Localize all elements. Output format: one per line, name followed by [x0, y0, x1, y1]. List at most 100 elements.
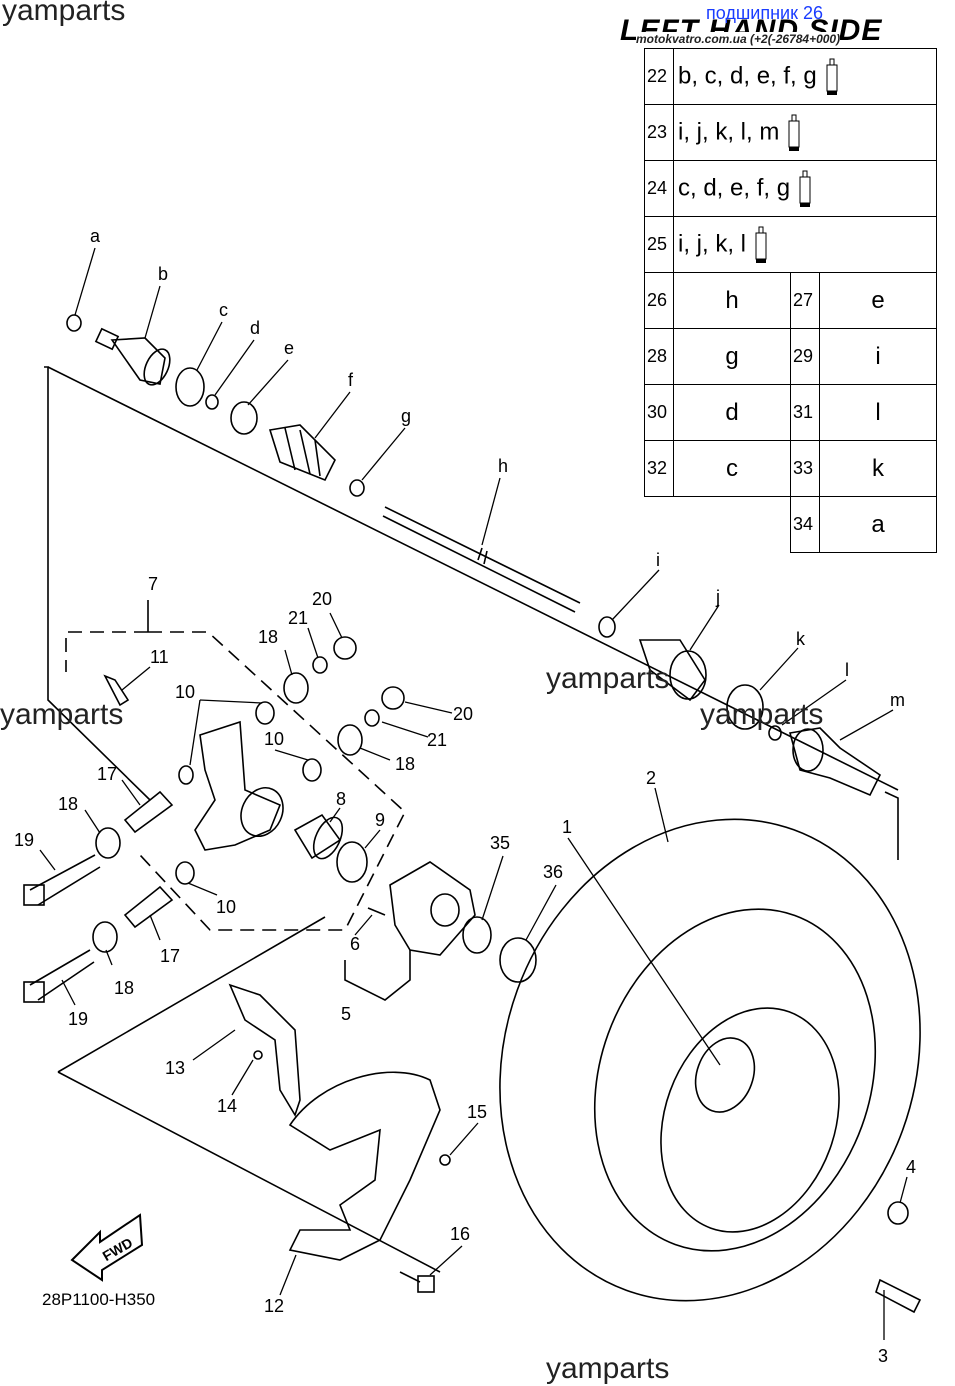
label-21a: 21 — [288, 608, 308, 628]
grease-tube-icon — [826, 58, 838, 95]
hub-bracket-5 — [344, 950, 411, 1001]
seal-18d — [337, 724, 363, 756]
band-i — [598, 616, 616, 638]
diagram-subtitle: motokvatro.com.ua (+2(-26784+000) — [636, 32, 841, 46]
label-6: 6 — [350, 934, 360, 954]
legend-num: 23 — [644, 104, 674, 161]
legend-num: 32 — [644, 440, 674, 497]
washer-21a — [312, 656, 328, 674]
legend-row: 23 i, j, k, l, m — [644, 104, 937, 161]
screw-14 — [253, 1050, 263, 1060]
label-m: m — [890, 690, 905, 710]
label-l: l — [845, 660, 849, 680]
legend-num: 31 — [790, 384, 820, 441]
legend-num: 28 — [644, 328, 674, 385]
label-20b: 20 — [453, 704, 473, 724]
label-17b: 17 — [160, 946, 180, 966]
legend-num: 24 — [644, 160, 674, 217]
watermark: yamparts — [546, 1352, 670, 1385]
label-19a: 19 — [14, 830, 34, 850]
label-11: 11 — [150, 647, 169, 667]
label-16: 16 — [450, 1224, 470, 1244]
legend-value: i, j, k, l, m — [678, 117, 780, 145]
clip-d — [205, 394, 219, 410]
label-2: 2 — [646, 768, 656, 788]
label-17a: 17 — [97, 764, 117, 784]
grease-tube-icon — [755, 226, 767, 263]
bearing-link[interactable]: подшипник 26 — [706, 3, 823, 23]
assembly-frame-lines — [44, 366, 899, 1273]
legend-pair-row: 32 c 33 k — [644, 440, 937, 497]
knuckle-group-box — [65, 631, 406, 931]
label-14: 14 — [217, 1096, 237, 1116]
seal-18c — [283, 672, 309, 704]
bolt-19a — [23, 854, 101, 906]
band-e — [230, 401, 258, 435]
seal-18b — [92, 921, 118, 953]
label-21b: 21 — [427, 730, 447, 750]
label-15: 15 — [467, 1102, 487, 1122]
legend-value: b, c, d, e, f, g — [678, 61, 817, 89]
legend-row: 24 c, d, e, f, g — [644, 160, 937, 217]
label-18d: 18 — [395, 754, 415, 774]
legend-pair-row: 26 h 27 e — [644, 272, 937, 329]
label-a: a — [90, 226, 101, 246]
legend-pair-row: 30 d 31 l — [644, 384, 937, 441]
legend-value: l — [819, 384, 937, 441]
label-35: 35 — [490, 833, 510, 853]
legend-value: i — [819, 328, 937, 385]
lubrication-legend-table: 22 b, c, d, e, f, g 23 i, j, k, l, m 24 … — [644, 48, 937, 553]
grease-tube-icon — [788, 114, 800, 151]
bolt-16 — [399, 1271, 435, 1293]
watermark: yamparts — [2, 0, 126, 27]
bushing-10b — [255, 701, 275, 725]
legend-row: 22 b, c, d, e, f, g — [644, 48, 937, 105]
stud-bolt-6 — [367, 907, 386, 916]
legend-pair-row: 28 g 29 i — [644, 328, 937, 385]
label-10a: 10 — [175, 682, 195, 702]
circlip-9 — [336, 841, 368, 883]
label-h: h — [498, 456, 508, 476]
wheel-1 — [660, 1007, 840, 1233]
legend-value: h — [673, 272, 791, 329]
label-18b: 18 — [114, 978, 134, 998]
watermark: yamparts — [0, 698, 124, 731]
legend-pair-row: 34 a — [645, 496, 937, 553]
label-4: 4 — [906, 1157, 916, 1177]
grease-tube-icon — [799, 170, 811, 207]
boot-f — [268, 424, 336, 482]
legend-value: c — [673, 440, 791, 497]
axle-nut-35 — [462, 916, 492, 954]
label-k: k — [796, 629, 806, 649]
label-7: 7 — [148, 574, 158, 594]
legend-num: 25 — [644, 216, 674, 273]
guard-13 — [228, 983, 301, 1117]
label-20a: 20 — [312, 589, 332, 609]
legend-num: 27 — [790, 272, 820, 329]
lug-nut-4 — [887, 1201, 909, 1225]
bolt-19b — [23, 949, 95, 1003]
diagram-code: 28P1100-H350 — [42, 1290, 156, 1309]
legend-value: a — [819, 496, 937, 553]
leader-lines — [39, 247, 908, 1340]
label-12: 12 — [264, 1296, 284, 1316]
bushing-10c — [302, 758, 322, 782]
legend-num: 29 — [790, 328, 820, 385]
valve-3 — [875, 1278, 922, 1314]
label-13: 13 — [165, 1058, 185, 1078]
band-k — [726, 684, 764, 730]
legend-num: 34 — [790, 496, 820, 553]
legend-value: i, j, k, l — [678, 229, 747, 257]
label-b: b — [158, 264, 168, 284]
band-g — [349, 479, 365, 497]
bushing-10d — [175, 861, 195, 885]
label-e: e — [284, 338, 294, 358]
label-36: 36 — [543, 862, 563, 882]
label-18c: 18 — [258, 627, 278, 647]
legend-value: g — [673, 328, 791, 385]
label-j: j — [715, 587, 720, 607]
bearing-8 — [293, 813, 344, 860]
label-10b: 10 — [264, 729, 284, 749]
label-10c: 10 — [216, 897, 236, 917]
